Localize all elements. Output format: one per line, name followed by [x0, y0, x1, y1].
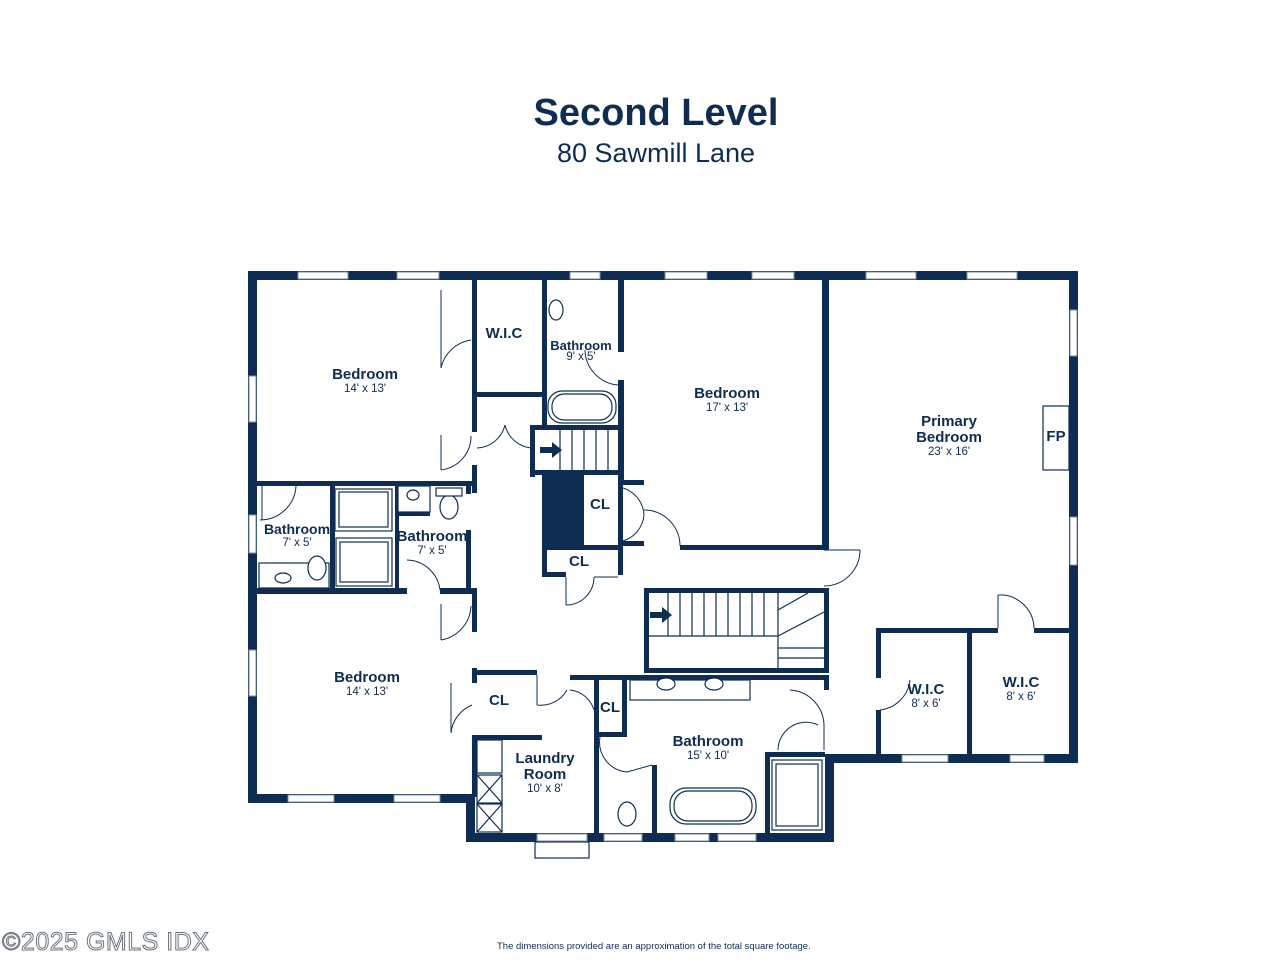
laundry-label-1: Laundry — [515, 750, 575, 767]
closet-d-label: CL — [600, 699, 620, 716]
closet-a-label: CL — [590, 496, 610, 513]
room-labels: Bedroom 14' x 13' W.I.C Bathroom 9' x 5'… — [264, 325, 1066, 795]
door-swings — [259, 290, 1035, 773]
bathroom-mid-dims: 7' x 5' — [417, 545, 446, 557]
fireplace-label: FP — [1046, 428, 1065, 445]
stair-1 — [540, 430, 609, 470]
laundry-dims: 10' x 8' — [527, 783, 563, 795]
bathroom-primary-dims: 15' x 10' — [687, 750, 729, 762]
primary-bedroom-dims: 23' x 16' — [928, 446, 970, 458]
stair-2 — [649, 592, 825, 668]
wic-1-label: W.I.C — [908, 681, 945, 698]
interior-walls — [257, 280, 1074, 835]
bathroom-mid-label: Bathroom — [397, 528, 468, 545]
wic-2-dims: 8' x 6' — [1006, 691, 1035, 703]
bedroom-center-dims: 17' x 13' — [706, 402, 748, 414]
plan-address: 80 Sawmill Lane — [556, 138, 756, 168]
bathroom-west-dims: 7' x 5' — [282, 537, 311, 549]
primary-bedroom-label-1: Primary — [921, 413, 978, 430]
closet-c-label: CL — [489, 692, 509, 709]
bedroom-sw-dims: 14' x 13' — [346, 686, 388, 698]
laundry-label-2: Room — [524, 766, 567, 783]
windows — [248, 271, 1078, 859]
primary-bedroom-label-2: Bedroom — [916, 429, 982, 446]
wic-top-label: W.I.C — [486, 325, 523, 342]
bedroom-nw-label: Bedroom — [332, 366, 398, 383]
bedroom-center-label: Bedroom — [694, 385, 760, 402]
watermark: ©2025 GMLS IDX — [1, 928, 210, 957]
bathroom-top-label: Bathroom — [550, 338, 611, 353]
bedroom-sw-label: Bedroom — [334, 669, 400, 686]
plan-title: Second Level — [533, 92, 779, 134]
fixtures — [258, 299, 823, 833]
bathroom-top-dims: 9' x 5' — [566, 351, 595, 363]
bathroom-primary-label: Bathroom — [673, 733, 744, 750]
wic-1-dims: 8' x 6' — [911, 698, 940, 710]
bedroom-nw-dims: 14' x 13' — [344, 383, 386, 395]
disclaimer-note: The dimensions provided are an approxima… — [497, 941, 811, 952]
closet-b-label: CL — [569, 553, 589, 570]
bathroom-west-label: Bathroom — [264, 521, 330, 537]
wic-2-label: W.I.C — [1003, 674, 1040, 691]
